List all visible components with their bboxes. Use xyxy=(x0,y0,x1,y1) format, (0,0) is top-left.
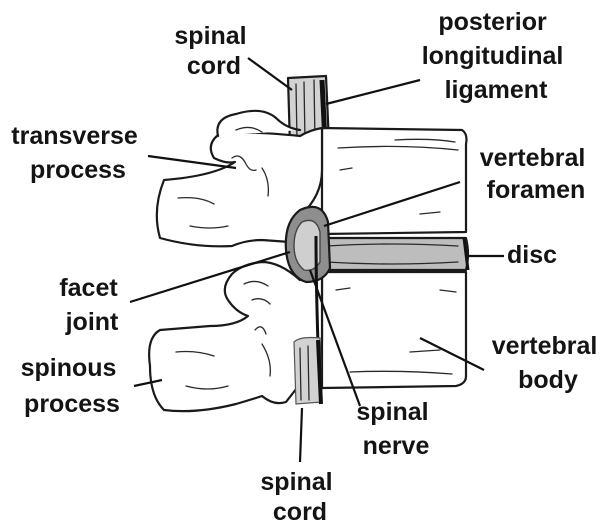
label-transverse-process: transverse process xyxy=(11,122,144,184)
label-vertebral-body: vertebral body xyxy=(492,332,605,394)
spinal-cord-bottom-shape xyxy=(294,338,322,405)
vertebral-foramen-shape xyxy=(286,207,330,282)
label-spinal-cord-top: spinal cord xyxy=(174,22,253,80)
label-posterior-longitudinal-ligament: posterior longitudinal ligament xyxy=(422,8,571,104)
label-spinal-cord-bottom: spinal cord xyxy=(260,468,339,526)
label-facet-joint: facet joint xyxy=(59,274,124,336)
label-spinous-process: spinous process xyxy=(21,354,124,418)
label-spinal-nerve: spinal nerve xyxy=(356,398,435,460)
label-disc: disc xyxy=(507,241,557,269)
label-vertebral-foramen: vertebral foramen xyxy=(480,144,593,204)
disc-shape xyxy=(318,238,468,270)
